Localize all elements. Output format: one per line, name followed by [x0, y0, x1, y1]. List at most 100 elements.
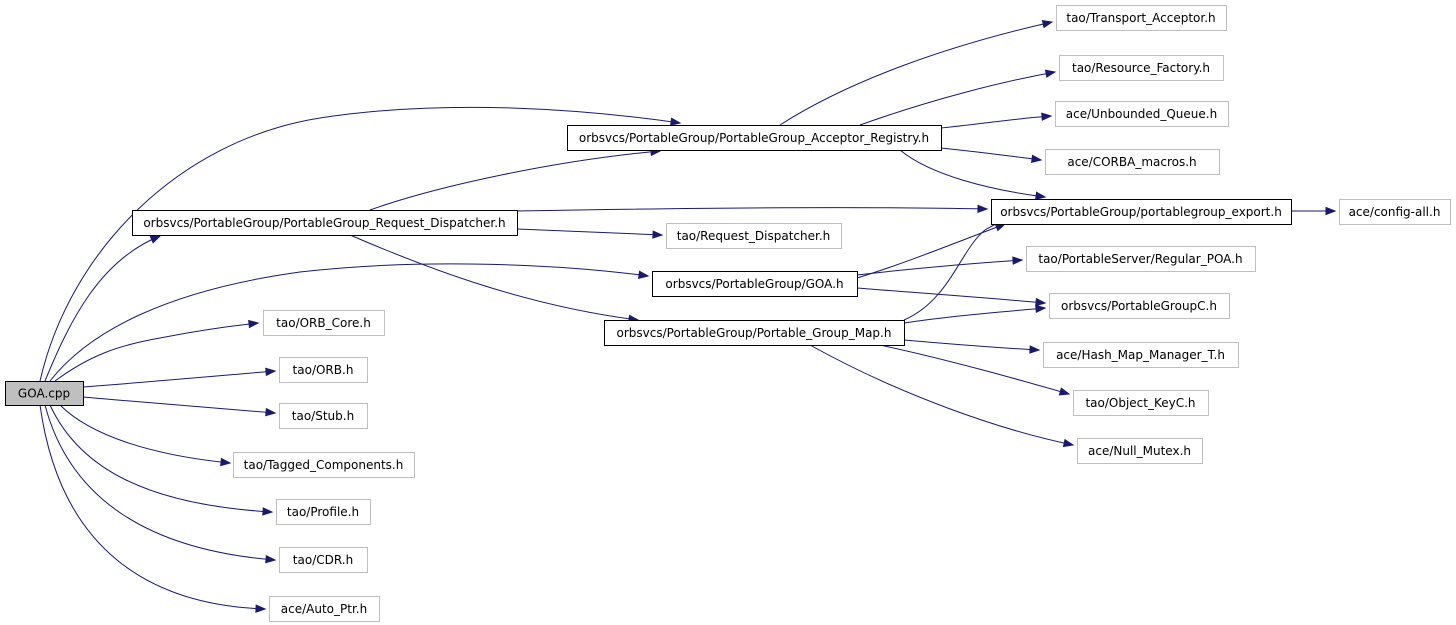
node-unbounded_queue[interactable]: ace/Unbounded_Queue.h [1055, 101, 1229, 127]
node-resource_factory[interactable]: tao/Resource_Factory.h [1059, 55, 1224, 81]
arrowhead [1029, 345, 1041, 354]
node-label: tao/Transport_Acceptor.h [1066, 11, 1215, 25]
node-box [263, 310, 385, 336]
arrowhead [1041, 112, 1053, 121]
node-label: ace/Auto_Ptr.h [281, 602, 367, 616]
node-box [269, 596, 380, 622]
edge-line [903, 339, 1040, 351]
node-regular_poa[interactable]: tao/PortableServer/Regular_POA.h [1026, 246, 1256, 272]
node-transport_acceptor[interactable]: tao/Transport_Acceptor.h [1056, 5, 1227, 31]
edge-acceptor_registry-to-unbounded_queue [940, 112, 1053, 129]
edge-acceptor_registry-to-transport_acceptor [779, 19, 1054, 126]
node-box [1077, 438, 1203, 464]
edge-line [859, 71, 1056, 126]
edge-line [903, 221, 1006, 321]
edge-line [39, 106, 681, 382]
node-pg_export[interactable]: orbsvcs/PortableGroup/portablegroup_expo… [991, 199, 1292, 225]
edge-goa_cpp-to-orb_core [54, 319, 260, 382]
edge-goa_cpp-to-auto_ptr [39, 404, 267, 613]
edge-line [44, 235, 161, 382]
arrowhead [638, 270, 650, 279]
arrowhead [1035, 304, 1047, 314]
node-config_all[interactable]: ace/config-all.h [1339, 199, 1451, 225]
edge-goa_cpp-to-request_dispatcher [44, 235, 162, 382]
node-label: tao/PortableServer/Regular_POA.h [1038, 252, 1242, 266]
arrowhead [977, 204, 989, 214]
node-label: tao/Stub.h [292, 409, 354, 423]
node-profile_h[interactable]: tao/Profile.h [276, 499, 371, 525]
node-goa_h[interactable]: orbsvcs/PortableGroup/GOA.h [652, 271, 858, 297]
edge-line [49, 263, 649, 382]
node-label: orbsvcs/PortableGroupC.h [1061, 299, 1217, 313]
edge-line [809, 344, 1074, 446]
edge-pg_export-to-config_all [1290, 206, 1337, 216]
arrowhead [265, 554, 277, 564]
node-box [1049, 293, 1230, 319]
edges-layer [39, 19, 1337, 613]
node-tagged_components[interactable]: tao/Tagged_Components.h [233, 452, 415, 478]
edge-line [39, 404, 266, 610]
node-label: tao/Request_Dispatcher.h [677, 229, 831, 243]
edge-line [54, 322, 259, 382]
node-label: tao/Object_KeyC.h [1085, 396, 1195, 410]
node-null_mutex[interactable]: ace/Null_Mutex.h [1077, 438, 1203, 464]
node-box [1056, 5, 1227, 31]
node-label: orbsvcs/PortableGroup/portablegroup_expo… [1000, 205, 1282, 219]
node-label: tao/Tagged_Components.h [244, 458, 404, 472]
node-label: orbsvcs/PortableGroup/PortableGroup_Requ… [143, 216, 505, 230]
edge-line [516, 228, 663, 236]
edge-request_dispatcher-to-tao_request_dispatcher [516, 228, 664, 239]
node-object_keyc[interactable]: tao/Object_KeyC.h [1073, 390, 1209, 416]
node-box [276, 499, 371, 525]
arrowhead [265, 367, 277, 377]
arrowhead [1035, 297, 1047, 307]
node-box [1055, 101, 1229, 127]
arrowhead [1012, 256, 1024, 265]
arrowhead [669, 117, 682, 126]
edge-line [903, 307, 1046, 324]
node-label: ace/Null_Mutex.h [1088, 444, 1191, 458]
node-acceptor_registry[interactable]: orbsvcs/PortableGroup/PortableGroup_Acce… [567, 125, 942, 151]
arrowhead [262, 507, 274, 516]
edge-goa_h-to-regular_poa [856, 256, 1024, 276]
edge-line [369, 150, 661, 211]
node-goa_cpp[interactable]: GOA.cpp [5, 381, 84, 406]
edge-line [779, 21, 1053, 126]
edge-line [82, 396, 276, 414]
node-tao_request_dispatcher[interactable]: tao/Request_Dispatcher.h [666, 223, 842, 249]
node-corba_macros[interactable]: ace/CORBA_macros.h [1045, 149, 1220, 175]
node-hash_map_manager[interactable]: ace/Hash_Map_Manager_T.h [1043, 342, 1239, 368]
node-box [1043, 342, 1239, 368]
node-box [5, 381, 84, 406]
edge-goa_cpp-to-stub_h [82, 396, 277, 417]
node-portablegroupc[interactable]: orbsvcs/PortableGroupC.h [1049, 293, 1230, 319]
edge-group_map-to-object_keyc [879, 344, 1071, 396]
node-orb_core[interactable]: tao/ORB_Core.h [263, 310, 385, 336]
node-group_map[interactable]: orbsvcs/PortableGroup/Portable_Group_Map… [604, 320, 905, 346]
edge-line [59, 404, 231, 464]
node-label: orbsvcs/PortableGroup/PortableGroup_Acce… [579, 131, 929, 145]
edge-goa_cpp-to-orb_h [82, 367, 277, 388]
node-box [991, 199, 1292, 225]
edge-line [49, 404, 273, 513]
node-stub_h[interactable]: tao/Stub.h [279, 403, 368, 429]
arrowhead [1062, 438, 1075, 448]
arrowhead [1041, 19, 1054, 29]
arrowhead [220, 457, 232, 467]
arrowhead [1058, 387, 1071, 396]
node-auto_ptr[interactable]: ace/Auto_Ptr.h [269, 596, 380, 622]
edge-line [856, 259, 1023, 276]
edge-group_map-to-null_mutex [809, 344, 1075, 448]
node-label: ace/Hash_Map_Manager_T.h [1056, 348, 1225, 362]
node-label: tao/ORB.h [293, 363, 354, 377]
node-request_dispatcher[interactable]: orbsvcs/PortableGroup/PortableGroup_Requ… [132, 210, 518, 236]
node-box [279, 357, 368, 383]
node-box [279, 403, 368, 429]
edge-acceptor_registry-to-resource_factory [859, 69, 1057, 126]
node-orb_h[interactable]: tao/ORB.h [279, 357, 368, 383]
node-cdr_h[interactable]: tao/CDR.h [279, 547, 368, 573]
edge-line [82, 370, 276, 388]
arrowhead [1325, 206, 1337, 216]
edge-line [516, 207, 988, 212]
node-box [666, 223, 842, 249]
